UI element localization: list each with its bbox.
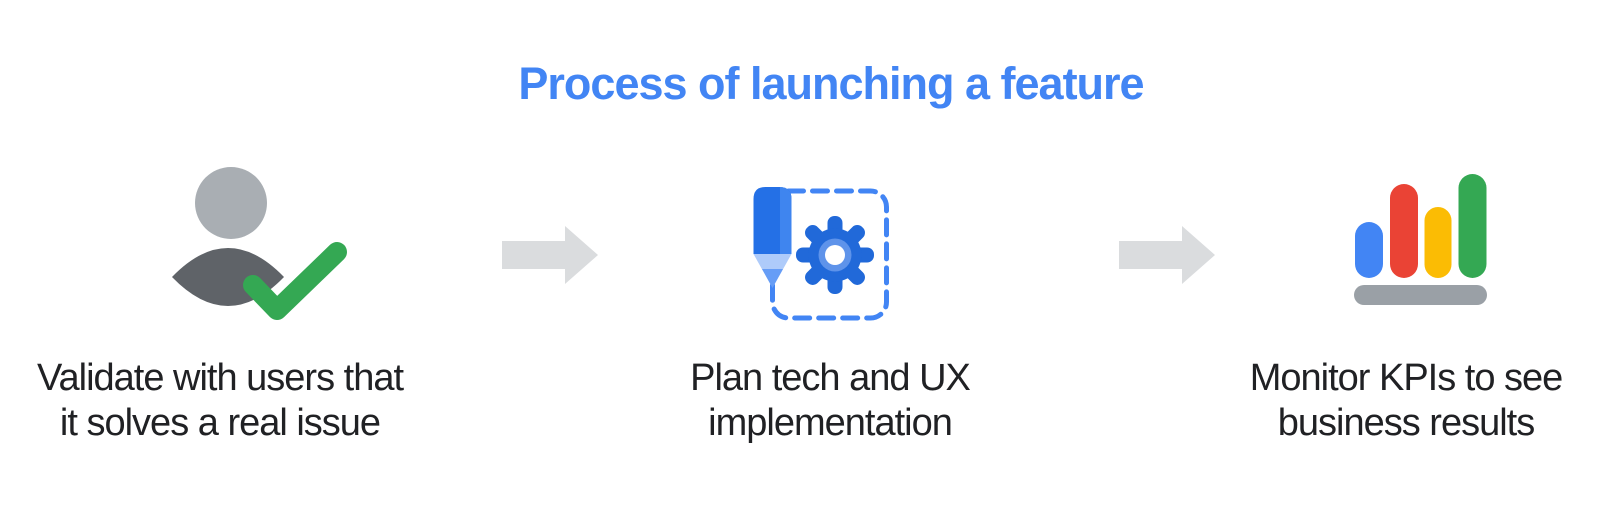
- user-checkmark-icon: [172, 167, 347, 320]
- bar-yellow: [1424, 207, 1452, 278]
- pencil-body-highlight: [780, 187, 792, 254]
- chart-base: [1354, 285, 1487, 305]
- bar-blue: [1355, 222, 1383, 278]
- pencil-wood: [753, 254, 792, 269]
- step-label-monitor: Monitor KPIs to see business results: [1206, 356, 1600, 446]
- gear-icon: [796, 216, 874, 294]
- page-title: Process of launching a feature: [518, 58, 1144, 109]
- bar-chart-icon: [1354, 174, 1487, 305]
- arrow-shape: [1119, 226, 1215, 284]
- person-head: [195, 167, 267, 239]
- label-line: it solves a real issue: [59, 402, 381, 444]
- label-line: business results: [1277, 402, 1535, 444]
- pencil-gear-icon: [753, 187, 889, 321]
- gear-hole: [825, 245, 845, 265]
- arrow-right-icon: [1119, 226, 1215, 284]
- label-line: Monitor KPIs to see: [1249, 357, 1564, 399]
- dashed-box: [770, 188, 889, 321]
- bar-green: [1458, 174, 1487, 278]
- label-line: Plan tech and UX: [690, 357, 971, 399]
- label-line: implementation: [708, 402, 953, 444]
- checkmark-icon: [243, 242, 347, 320]
- pencil-tip: [761, 269, 784, 288]
- bar-red: [1390, 184, 1418, 278]
- step-label-validate: Validate with users that it solves a rea…: [20, 356, 420, 446]
- step-label-plan: Plan tech and UX implementation: [630, 356, 1030, 446]
- arrow-shape: [502, 226, 598, 284]
- arrow-right-icon: [502, 226, 598, 284]
- label-line: Validate with users that: [36, 357, 404, 399]
